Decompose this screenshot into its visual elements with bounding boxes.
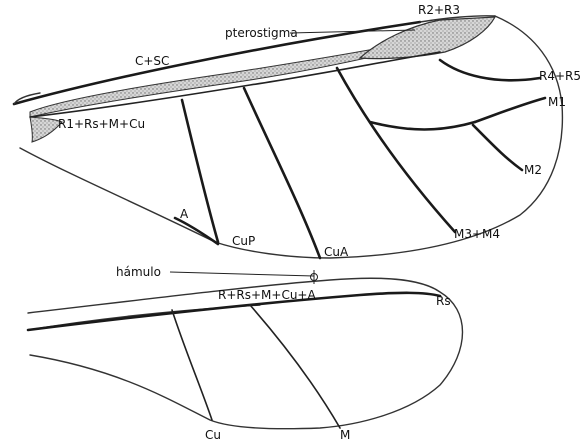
label-cua: CuA (324, 245, 349, 259)
label-m2: M2 (524, 163, 542, 177)
hamulus (170, 270, 318, 284)
vein-r4-r5 (440, 60, 540, 80)
pterostigma-cell (360, 17, 495, 59)
label-r-rs-m-cu-a: R+Rs+M+Cu+A (218, 288, 316, 302)
forewing (14, 16, 562, 258)
label-cu: Cu (205, 428, 221, 442)
vein-m2 (473, 125, 522, 170)
costal-vein (14, 22, 420, 104)
label-cup: CuP (232, 234, 255, 248)
label-a: A (180, 207, 189, 221)
label-hamulo: hámulo (116, 265, 161, 279)
label-m: M (340, 428, 350, 442)
label-m1: M1 (548, 95, 566, 109)
forewing-outline (20, 16, 562, 258)
vein-m3-m4 (337, 68, 455, 232)
label-r2-r3: R2+R3 (418, 3, 460, 17)
label-c-sc: C+SC (135, 54, 169, 68)
basal-sclerite (30, 42, 412, 117)
label-r4-r5: R4+R5 (539, 69, 581, 83)
vein-m-cross (370, 122, 475, 130)
label-r1-rs-m-cu: R1+Rs+M+Cu (58, 117, 145, 131)
vein-m1 (475, 98, 545, 122)
label-m3-m4: M3+M4 (454, 227, 500, 241)
vein-cua (244, 88, 320, 258)
label-rs: Rs (436, 294, 451, 308)
label-pterostigma: pterostigma (225, 26, 298, 40)
vein-m (250, 305, 340, 428)
